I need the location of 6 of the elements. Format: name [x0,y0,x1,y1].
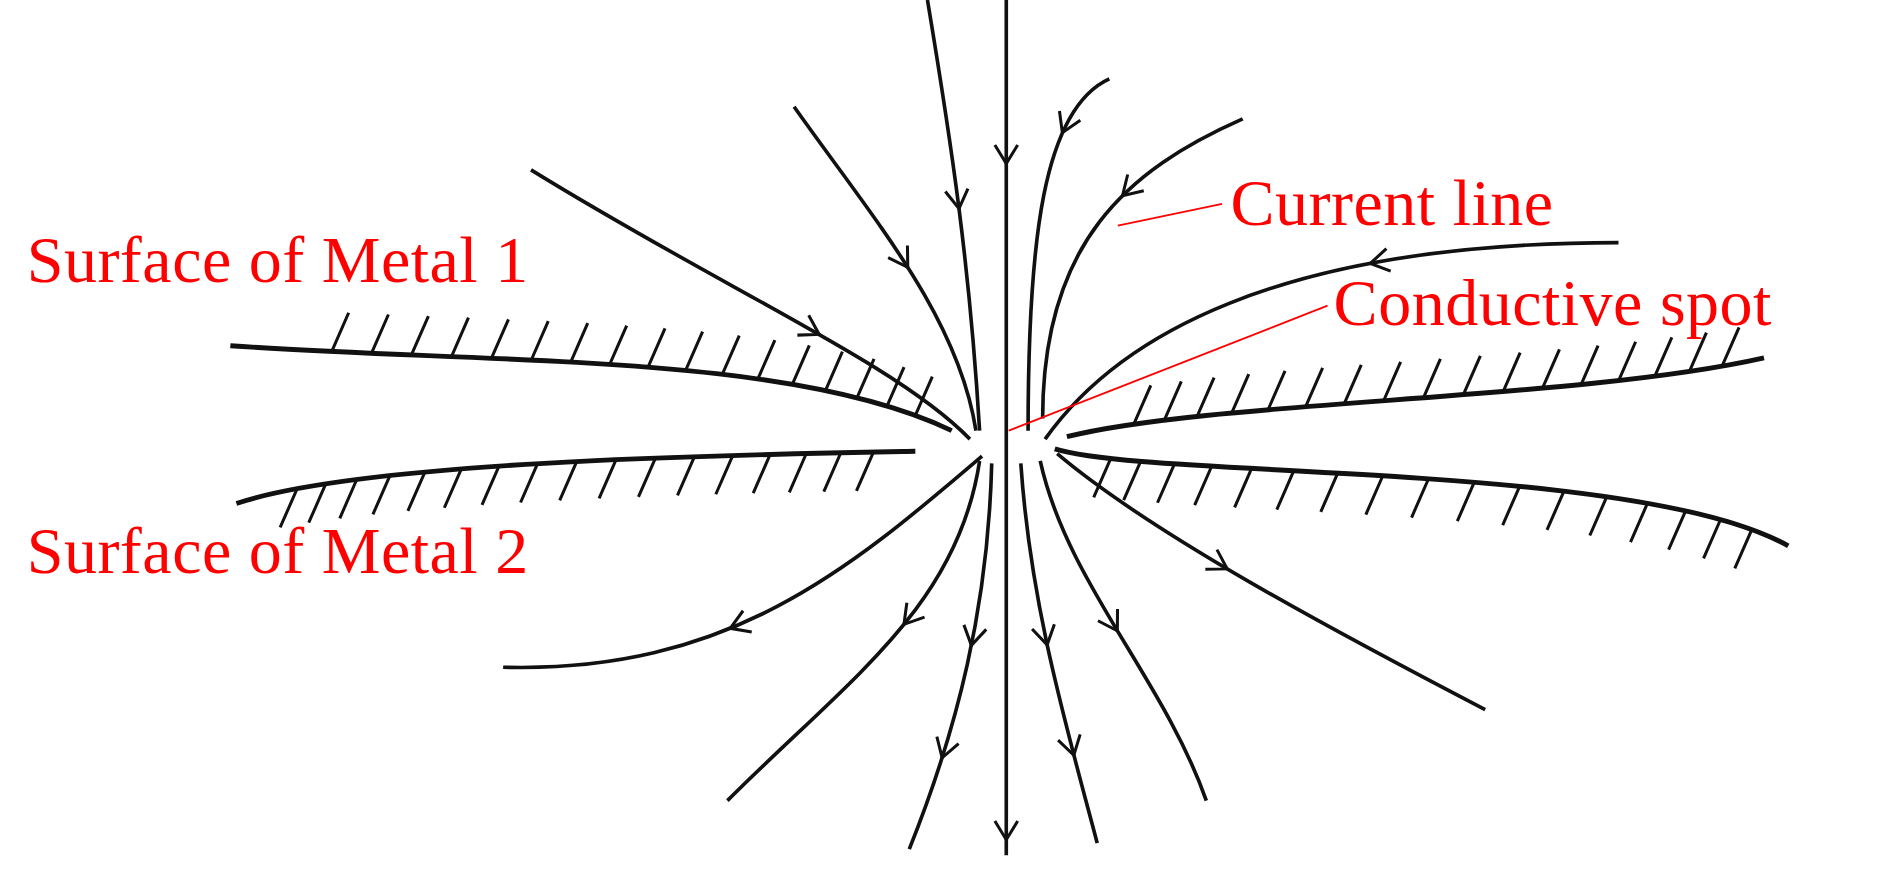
callout-label: Current line [1230,167,1554,240]
leader-line [1116,202,1223,227]
callout-label: Conductive spot [1333,266,1772,340]
leader-line [1007,304,1329,432]
surface-label: Surface of Metal 2 [26,515,529,588]
surface-label: Surface of Metal 1 [26,224,529,297]
